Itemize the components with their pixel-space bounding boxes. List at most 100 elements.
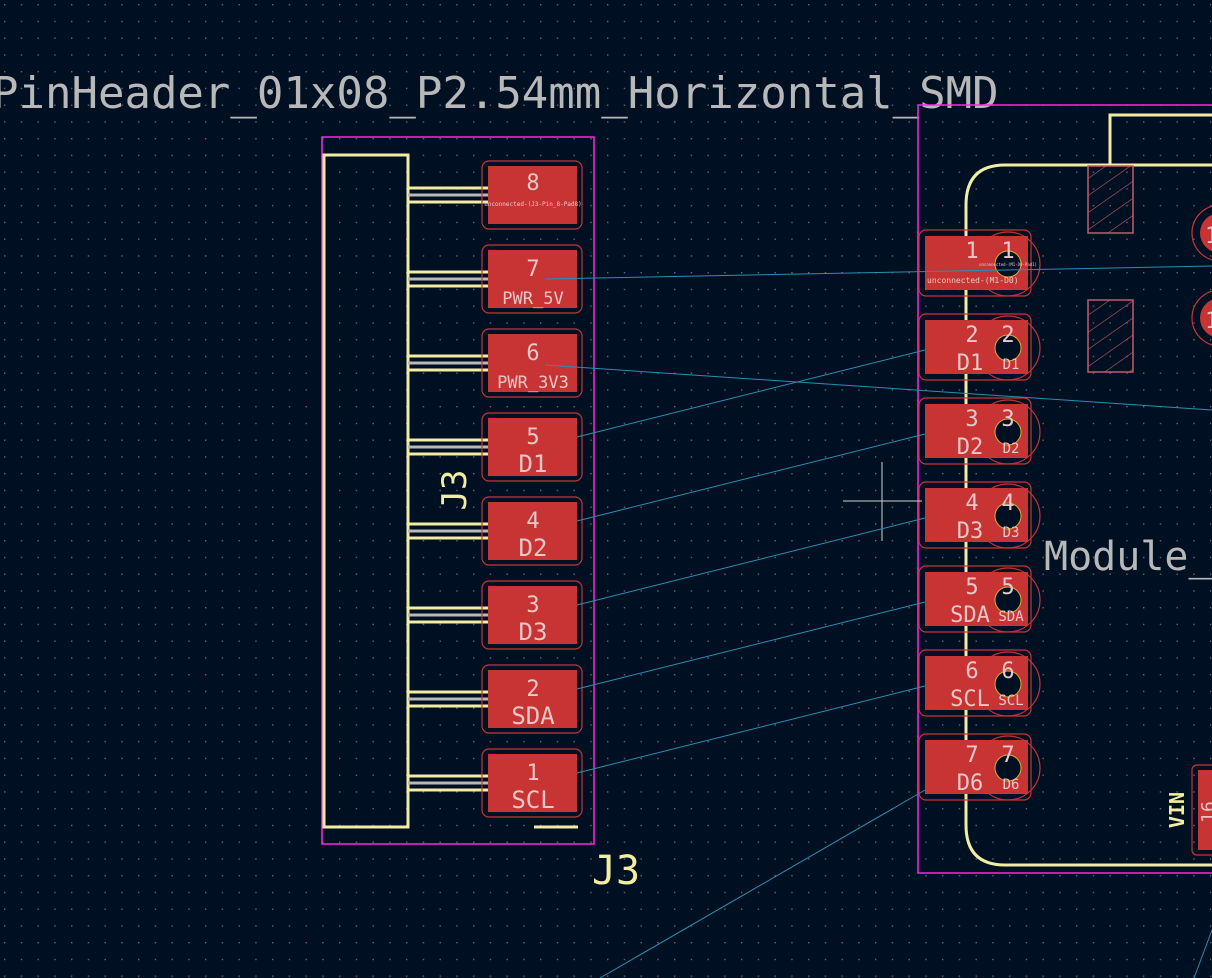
pad-net-name: D2 bbox=[957, 435, 984, 460]
hole-clearance bbox=[975, 735, 1041, 801]
hole-clearance bbox=[975, 231, 1041, 297]
pad-clearance bbox=[918, 565, 1032, 633]
hole-number: 3 bbox=[1001, 407, 1014, 432]
ratsnest-line bbox=[576, 433, 926, 522]
pad-number: 1 bbox=[1205, 224, 1212, 249]
keepout-zone bbox=[1087, 165, 1134, 234]
pad-vin[interactable]: 16 bbox=[1191, 764, 1212, 856]
pad-clearance bbox=[918, 397, 1032, 465]
pad-clearance bbox=[918, 481, 1032, 549]
ratsnest-line bbox=[576, 601, 926, 690]
hole-net-name: D2 bbox=[1003, 441, 1020, 457]
pad-number: 1 bbox=[965, 239, 978, 264]
pad-net-name: unconnected-(J3-Pin_8-Pad8) bbox=[484, 201, 582, 208]
drill-hole bbox=[994, 586, 1022, 614]
hole-net-name: unconnected-(M1-D0-Pad1) bbox=[979, 262, 1037, 267]
pad-number: 1 bbox=[526, 761, 539, 786]
footprint-j3[interactable]: J3 8unconnected-(J3-Pin_8-Pad8)7PWR_5V6P… bbox=[321, 136, 640, 894]
ratsnest bbox=[544, 265, 1212, 978]
j3-reference: J3 bbox=[592, 848, 640, 894]
pad-number: 2 bbox=[526, 677, 539, 702]
j3-courtyard bbox=[321, 136, 595, 845]
pad-number: 2 bbox=[965, 323, 978, 348]
j3-silk-reference: J3 bbox=[435, 470, 475, 511]
ratsnest-line bbox=[544, 364, 1212, 411]
pad-net-name: PWR_5V bbox=[502, 289, 563, 309]
footprint-value-label: PinHeader_01x08_P2.54mm_Horizontal_SMD bbox=[0, 68, 999, 119]
j3-pad-5[interactable]: 5D1 bbox=[481, 412, 583, 482]
hole-number: 7 bbox=[1001, 743, 1014, 768]
pad-number: 16 bbox=[1198, 801, 1212, 823]
hole-clearance bbox=[975, 483, 1041, 549]
hole-net-name: D6 bbox=[1003, 777, 1020, 793]
drill-hole bbox=[994, 502, 1022, 530]
pad-copper bbox=[488, 670, 577, 728]
pad-clearance bbox=[918, 229, 1032, 297]
pad-net-name: SCL bbox=[950, 687, 990, 712]
pad-number: 3 bbox=[526, 593, 539, 618]
vin-silk-label: VIN bbox=[1165, 792, 1189, 828]
pad-net-name: PWR_3V3 bbox=[497, 373, 569, 393]
pad-number: 4 bbox=[965, 491, 978, 516]
hole-clearance bbox=[975, 651, 1041, 717]
pad-clearance bbox=[918, 313, 1032, 381]
keepout-zone bbox=[1087, 299, 1134, 373]
footprint-anchor-crosshair bbox=[843, 462, 922, 541]
j3-silk-body bbox=[322, 153, 410, 829]
pad-number: 5 bbox=[965, 575, 978, 600]
module-value-label: Module_X bbox=[1044, 534, 1212, 580]
drill-hole bbox=[994, 334, 1022, 362]
pad-net-name: D3 bbox=[519, 618, 548, 646]
pad-net-name: D1 bbox=[519, 450, 548, 478]
pad-clearance bbox=[481, 748, 583, 818]
pad-number: 5 bbox=[526, 425, 539, 450]
hole-number: 2 bbox=[1001, 323, 1014, 348]
right-top-pad[interactable]: 1 bbox=[1191, 205, 1212, 261]
pad-number: 3 bbox=[965, 407, 978, 432]
right-top-pad[interactable]: 1 bbox=[1191, 290, 1212, 346]
pad-number: 6 bbox=[965, 659, 978, 684]
pad-copper bbox=[488, 754, 577, 812]
pad-clearance bbox=[481, 328, 583, 398]
hole-number: 1 bbox=[1001, 239, 1014, 264]
pad-net-name: D2 bbox=[519, 534, 548, 562]
pad-clearance bbox=[481, 580, 583, 650]
j3-pad-4[interactable]: 4D2 bbox=[481, 496, 583, 566]
hole-clearance bbox=[975, 567, 1041, 633]
hole-net-name: D3 bbox=[1003, 525, 1020, 541]
drill-hole bbox=[994, 418, 1022, 446]
ratsnest-line bbox=[599, 789, 926, 978]
pad-number: 4 bbox=[526, 509, 539, 534]
pad-number: 8 bbox=[526, 171, 539, 196]
ratsnest-line bbox=[576, 349, 926, 438]
hole-net-name: SDA bbox=[998, 609, 1024, 625]
pad-copper bbox=[488, 418, 577, 476]
drill-hole bbox=[994, 754, 1022, 782]
ratsnest-line bbox=[544, 265, 1212, 280]
pad-net-name: SCL bbox=[511, 786, 554, 814]
j3-pad-8[interactable]: 8 unconnected-(J3-Pin_8-Pad8) bbox=[481, 160, 583, 230]
pad-net-name: D6 bbox=[957, 771, 984, 796]
pad-net-name: D1 bbox=[957, 351, 984, 376]
module-courtyard bbox=[917, 104, 1212, 874]
pad-clearance bbox=[918, 649, 1032, 717]
pad-number: 1 bbox=[1205, 309, 1212, 334]
j3-pad-3[interactable]: 3D3 bbox=[481, 580, 583, 650]
ratsnest-line bbox=[576, 685, 926, 774]
pad-copper bbox=[488, 334, 577, 392]
pad-clearance bbox=[481, 244, 583, 314]
pad-number: 6 bbox=[526, 341, 539, 366]
